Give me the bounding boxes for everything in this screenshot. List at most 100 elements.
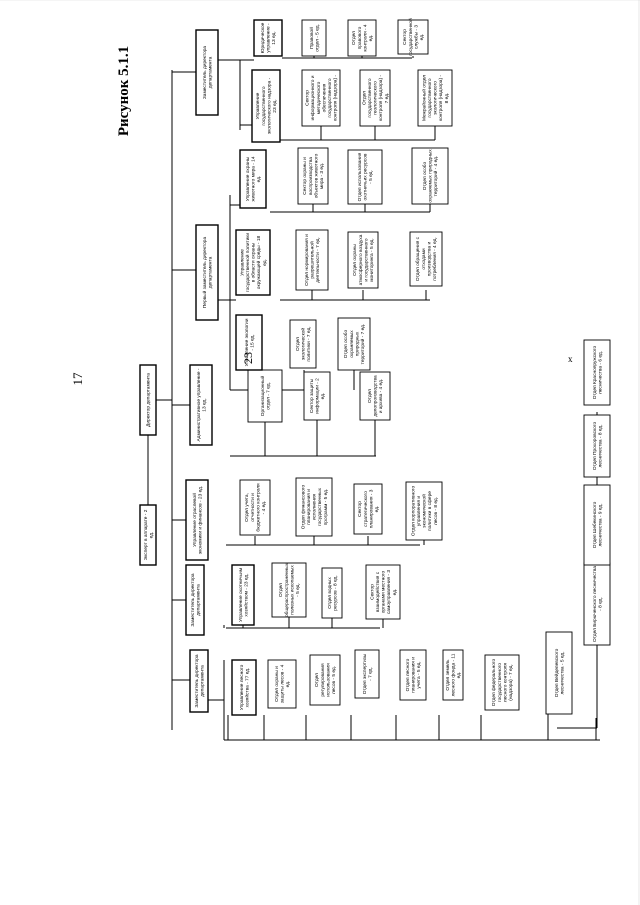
org-box-region-control: Межрайонный отделгосударственногоэкологи… <box>417 69 453 127</box>
org-box-label: Отдел Бирюченского лесничества- 8 ед. <box>592 566 604 642</box>
org-box-legal-dept: Правовойотдел - 5 ед. <box>301 19 327 57</box>
org-box-deputy-b: Заместитель директорадепартамента <box>189 649 209 713</box>
org-box-deputy-a: Заместитель директорадепартамента <box>185 564 205 636</box>
org-box-frame <box>267 659 297 709</box>
org-box-label: Управлениегосударственногоэкологического… <box>255 77 278 134</box>
org-box-frame <box>321 567 343 619</box>
org-box-frame <box>231 564 255 626</box>
org-box-frame <box>253 19 283 57</box>
org-box-label: Первый заместитель директорадепартамента <box>201 237 214 309</box>
org-box-protected-areas: Отдел особоохраняемыхприродныхтерриторий… <box>337 317 371 371</box>
org-box-frame <box>583 339 611 406</box>
org-box-label: Эксперт в аппарате - 2ед. <box>143 509 155 560</box>
org-box-forest-fund: Отдел земельлесного фонда - 11ед. <box>442 649 464 701</box>
org-box-budget-accounting: Отдел учета,отчетности ибюджетного контр… <box>239 479 271 536</box>
org-box-label: Отдел охраны изащиты лесов - 4ед. <box>274 664 291 703</box>
org-box-frame <box>185 564 205 636</box>
org-box-lumber-2: Отдел Бирюченского лесничества- 8 ед. <box>583 562 611 646</box>
org-box-label: Отдел федеральногогосударственноголесног… <box>491 658 514 706</box>
org-box-label: Отдел экспертизы- 7 ед. <box>362 653 374 694</box>
org-box-label: Отдел особоохраняемых природныхтерритори… <box>422 149 439 203</box>
org-box-label: Отдел использованияохотничьих ресурсов- … <box>357 152 374 201</box>
org-box-frame <box>417 69 453 127</box>
org-box-lumber-3: Отдел Шебекинскоголесничества - 9 ед. <box>583 484 611 566</box>
org-box-land-control: Секторинформационного иметодическогообес… <box>301 69 341 127</box>
org-box-label: Отделобщераспространенныхполезных ископа… <box>278 562 301 617</box>
org-box-label: Организационныйотдел - 7 ед. <box>259 375 272 416</box>
org-box-frame <box>189 364 213 446</box>
overlap-mark: 23 <box>241 352 255 364</box>
org-box-label: Управление охотничьимхозяйством - 23 ед. <box>238 568 250 622</box>
org-box-frame <box>365 564 401 620</box>
org-box-frame <box>583 562 611 646</box>
org-box-label: Отдел Прохоровскоголесничества - 8 ед. <box>592 422 604 471</box>
org-box-label: Административное управление -13 ед. <box>196 368 208 441</box>
org-box-label: Юридическоеуправление -13 ед. <box>260 22 277 53</box>
org-box-frame <box>139 364 157 436</box>
org-box-state-policy: Управлениегосударственной политикив обла… <box>235 229 271 296</box>
org-box-corp-mgmt: Отдел корпоративногоуправления иэкономич… <box>405 481 443 541</box>
org-box-frame <box>442 649 464 701</box>
org-box-forest-regulation: Отделрегулированияиспользованиялесов - 5… <box>309 654 341 706</box>
org-box-frame <box>353 483 383 535</box>
org-box-label: Сектор защитыинформации - 2ед. <box>309 378 326 414</box>
org-box-label: Секторвзаимодействия сорганами местногос… <box>369 570 397 614</box>
org-box-label: Секторгосударственнойслужбы - 3ед. <box>402 18 425 56</box>
org-box-info-protection: Сектор защитыинформации - 2ед. <box>303 371 331 421</box>
org-box-org-legal: Организационныйотдел - 7 ед. <box>247 369 283 423</box>
org-box-label: Заместитель директорадепартамента <box>190 573 202 627</box>
org-box-hunting-mgmt: Управление охотничьимхозяйством - 23 ед. <box>231 564 255 626</box>
org-box-claims: Отделправовогоконтроля - 4ед. <box>347 19 377 57</box>
org-box-forest-guard: Отдел охраны изащиты лесов - 4ед. <box>267 659 297 709</box>
org-box-label: Управление лесногохозяйства - 77 ед. <box>239 664 251 710</box>
org-box-frame <box>289 319 317 369</box>
org-box-director: Директор департамента <box>139 364 157 436</box>
org-box-label: Секторстратегическогопланирования - 3ед. <box>357 489 380 528</box>
org-box-frame <box>545 631 573 715</box>
org-box-frame <box>347 19 377 57</box>
org-box-frame <box>359 371 391 421</box>
org-box-wildlife: Отдел использованияохотничьих ресурсов- … <box>347 149 383 205</box>
org-box-frame <box>359 69 391 127</box>
org-box-label: Управление экологии- 15 ед. <box>244 318 256 366</box>
org-box-first-deputy: Первый заместитель директорадепартамента <box>195 224 219 321</box>
org-box-frame <box>185 479 209 561</box>
org-box-fed-control: Отдел федеральногогосударственноголесног… <box>484 654 520 711</box>
org-box-frame <box>354 649 380 699</box>
org-box-inventory: Отдел экспертизы- 7 ед. <box>354 649 380 699</box>
org-box-label: Директор департамента <box>146 373 152 427</box>
org-box-gov-service: Секторгосударственнойслужбы - 3ед. <box>397 18 429 56</box>
org-box-label: Сектор охраны ивоспроизводстваобъектов ж… <box>302 153 325 198</box>
org-box-frame <box>239 479 271 536</box>
org-box-frame <box>301 69 341 127</box>
org-box-lumber-1: Отдел Вейделевскоголесничества - 5 ед. <box>545 631 573 715</box>
org-box-label: Отдел Вейделевскоголесничества - 5 ед. <box>553 648 566 697</box>
org-box-expert: Эксперт в аппарате - 2ед. <box>139 504 157 566</box>
org-box-label: Отделгосударственногогеологическогоконтр… <box>361 75 389 121</box>
org-box-water-bio: Сектор охраны ивоспроизводстваобъектов ж… <box>297 147 329 205</box>
org-box-label: Управление охраныживотного мира - 14ед. <box>245 156 262 201</box>
org-box-label: Отдел корпоративногоуправления иэкономич… <box>410 486 438 537</box>
org-box-strategy: Секторстратегическогопланирования - 3ед. <box>353 483 383 535</box>
org-box-water-use: Отдел водныхресурсов - 8 ед. <box>321 567 343 619</box>
org-box-frame <box>247 369 283 423</box>
org-box-label: Отдел земельлесного фонда - 11ед. <box>445 653 462 696</box>
org-box-label: Отделправовогоконтроля - 4ед. <box>351 24 374 52</box>
org-box-frame <box>295 477 333 537</box>
org-box-frame <box>271 562 307 618</box>
org-box-label: Отдел финансовогопланирования иисполнени… <box>300 484 328 529</box>
org-box-frame <box>139 504 157 566</box>
org-box-ecology-mgmt: Управление экологии- 15 ед. <box>235 314 263 371</box>
org-box-cooperation: Секторвзаимодействия сорганами местногос… <box>365 564 401 620</box>
org-box-label: Отдел Шебекинскоголесничества - 9 ед. <box>592 501 604 548</box>
org-box-waste: Отдел обращения сотходамипроизводства ип… <box>409 231 443 287</box>
org-box-geo-control: Отделгосударственногогеологическогоконтр… <box>359 69 391 127</box>
org-box-label: Правовойотдел - 5 ед. <box>308 24 321 52</box>
org-box-natural-resources: Управление охраныживотного мира - 14ед. <box>239 149 267 209</box>
org-box-label: Отдел учета,отчетности ибюджетного контр… <box>244 483 267 532</box>
org-box-label: Заместитель директорадепартамента <box>202 46 214 100</box>
org-box-label: Отдел нормирования иразрешительнойдеятел… <box>304 234 321 286</box>
org-box-lumber-4: Отдел Прохоровскоголесничества - 8 ед. <box>583 414 611 478</box>
org-box-label: Отдел водныхресурсов - 8 ед. <box>327 575 339 610</box>
org-box-frame <box>337 317 371 371</box>
